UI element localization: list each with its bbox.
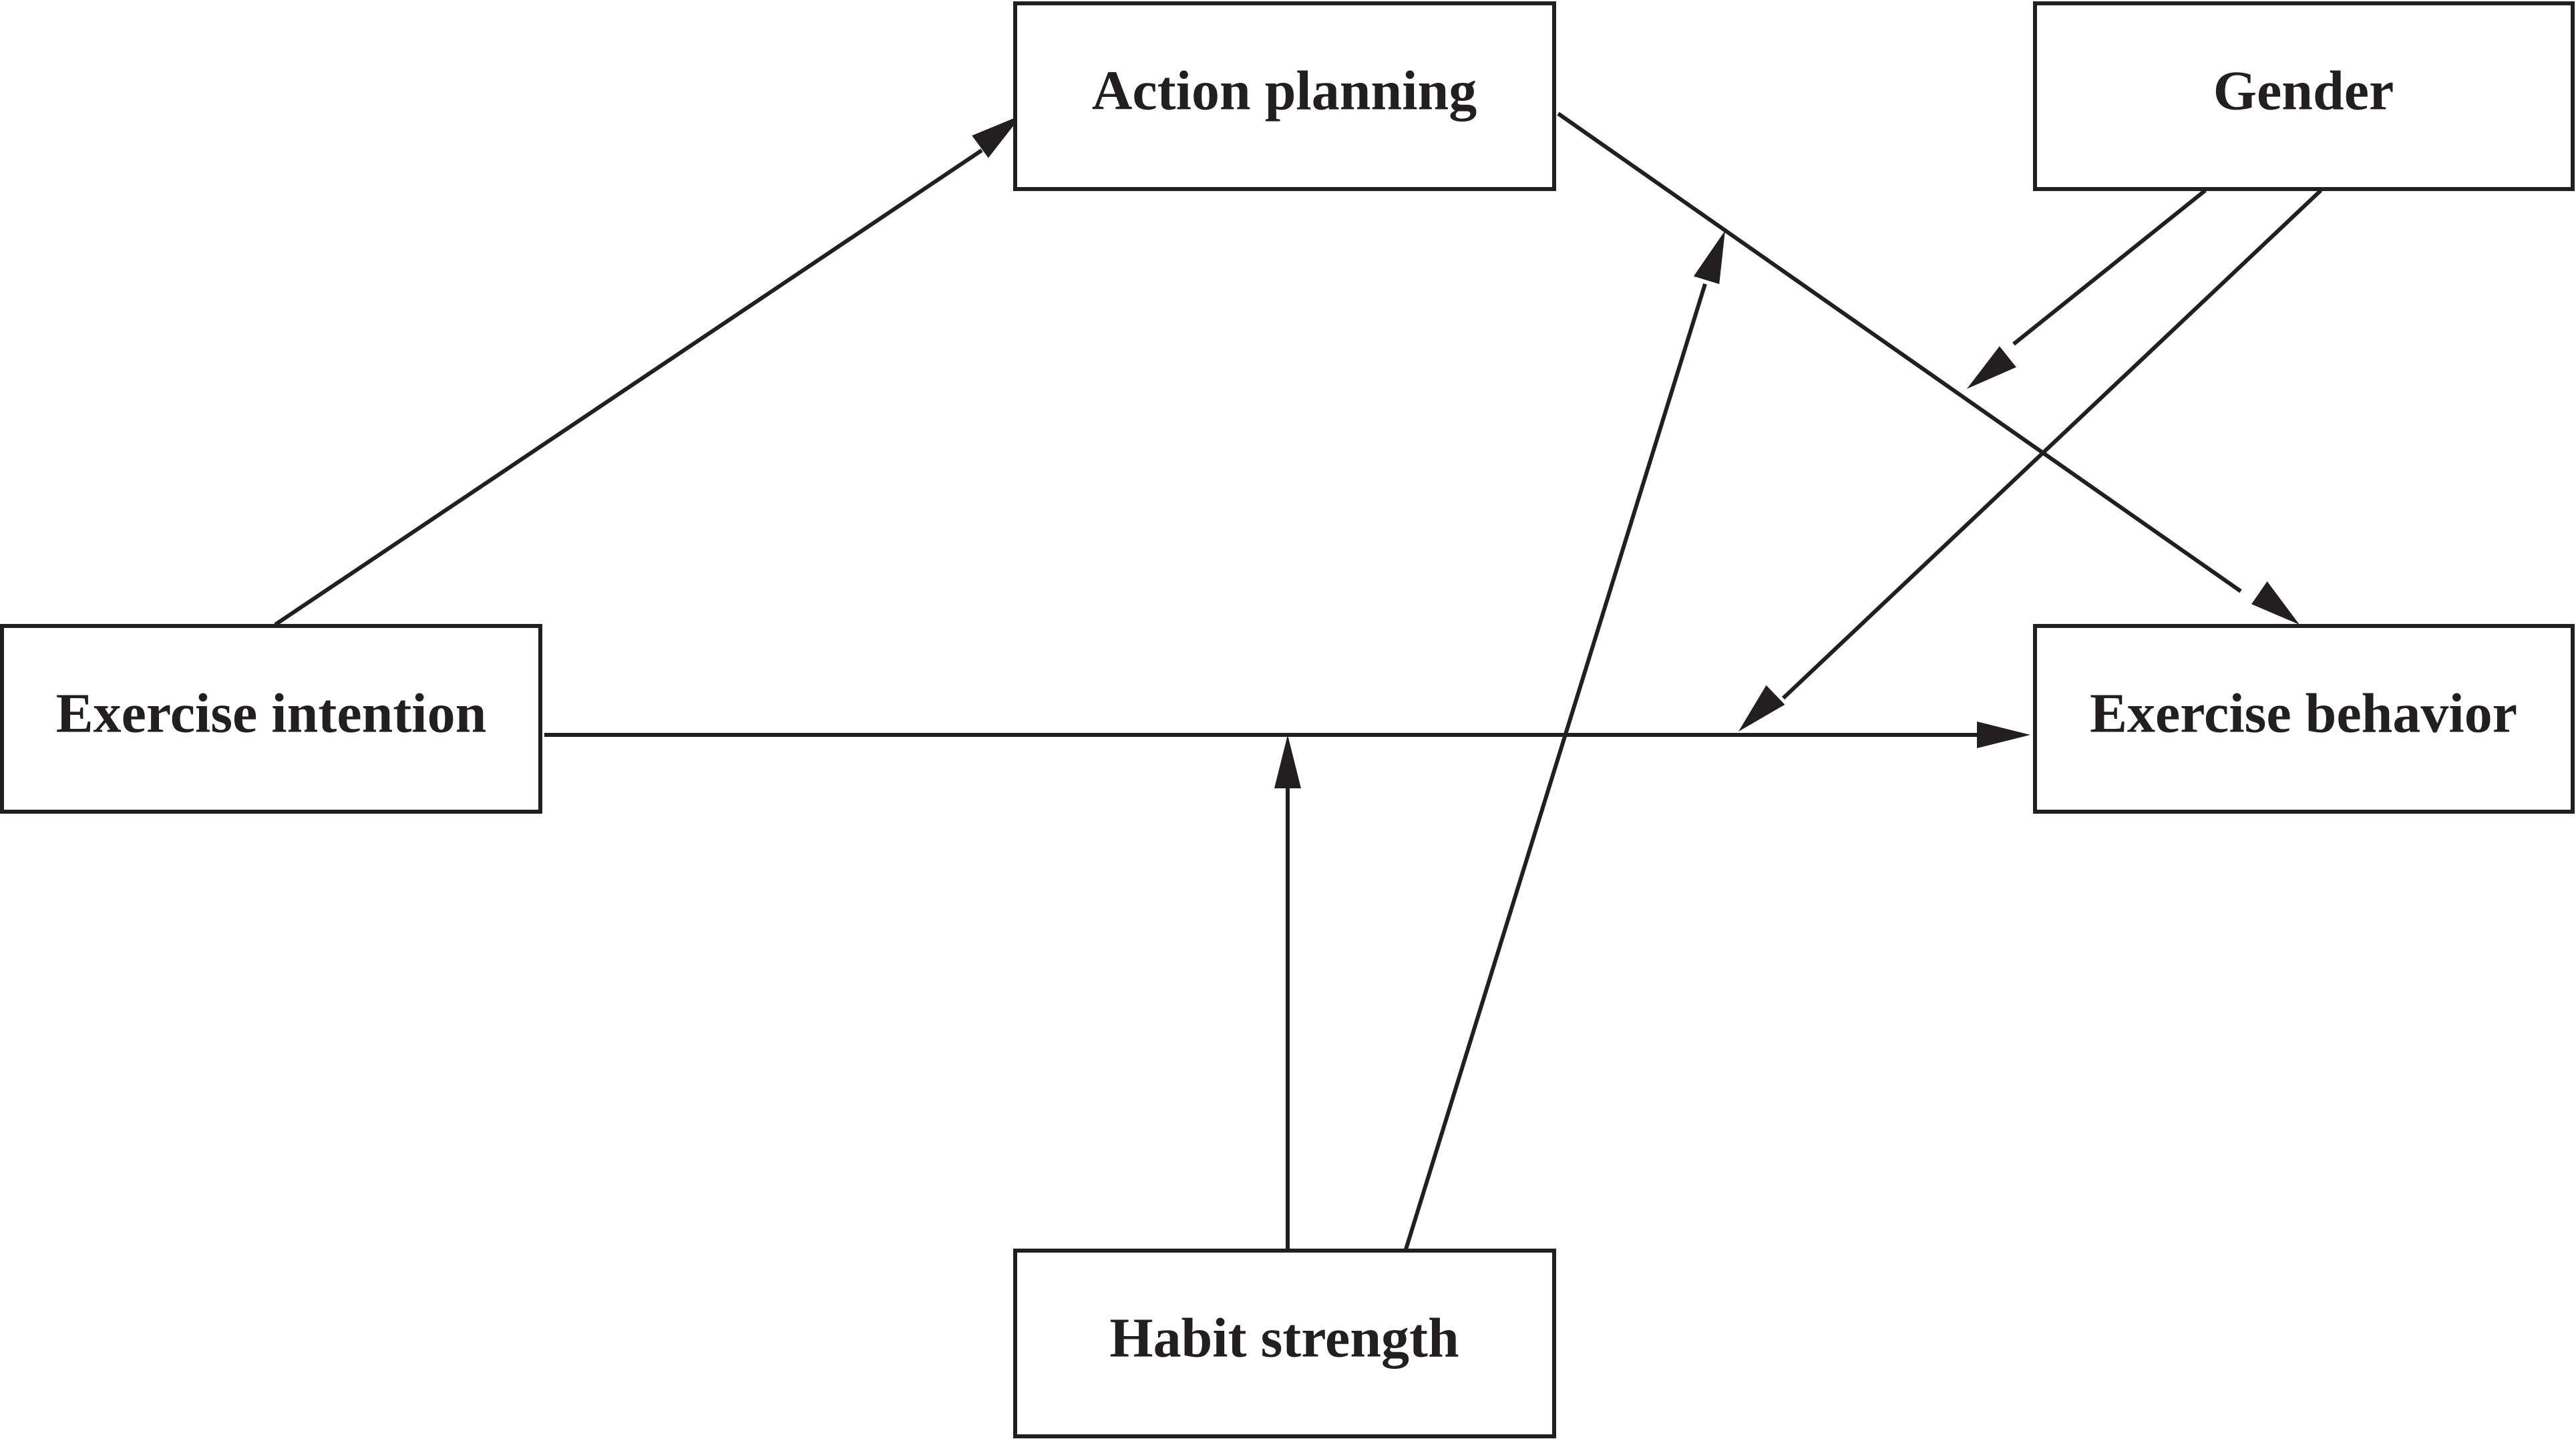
gender-box <box>2033 1 2575 191</box>
edge-intention-to-planning <box>274 148 983 627</box>
arrowheads <box>972 115 2299 788</box>
action-planning-label: Action planning <box>1092 59 1477 122</box>
edge-planning-to-behavior <box>1557 112 2242 593</box>
edge-habit-to-planning-path <box>1404 283 1707 1250</box>
edges <box>274 112 2323 1250</box>
edge-gender-to-intention-path <box>1781 188 2323 700</box>
arrowhead-to-action-planning <box>972 115 1022 158</box>
arrowhead-habit-to-planning-path <box>1693 230 1725 285</box>
exercise-intention-label: Exercise intention <box>56 682 487 744</box>
node-habit-strength: Habit strength <box>1013 1249 1556 1438</box>
arrowhead-to-exercise-behavior-horizontal <box>1977 722 2030 748</box>
node-gender: Gender <box>2033 1 2575 191</box>
habit-strength-box <box>1013 1249 1556 1438</box>
arrowhead-habit-to-intention-path <box>1274 735 1301 788</box>
edge-gender-to-planning-path <box>2012 188 2207 346</box>
exercise-behavior-box <box>2033 624 2575 814</box>
habit-strength-label: Habit strength <box>1109 1307 1459 1369</box>
node-exercise-intention: Exercise intention <box>0 624 542 814</box>
node-exercise-behavior: Exercise behavior <box>2033 624 2575 814</box>
node-action-planning: Action planning <box>1013 1 1556 191</box>
exercise-intention-box <box>0 624 542 814</box>
arrowhead-gender-to-intention-path <box>1738 685 1785 732</box>
arrowhead-gender-to-planning-path <box>1967 346 2016 389</box>
gender-label: Gender <box>2213 59 2394 122</box>
arrowhead-to-exercise-behavior-diagonal <box>2251 581 2299 625</box>
action-planning-box <box>1013 1 1556 191</box>
exercise-behavior-label: Exercise behavior <box>2090 682 2517 744</box>
